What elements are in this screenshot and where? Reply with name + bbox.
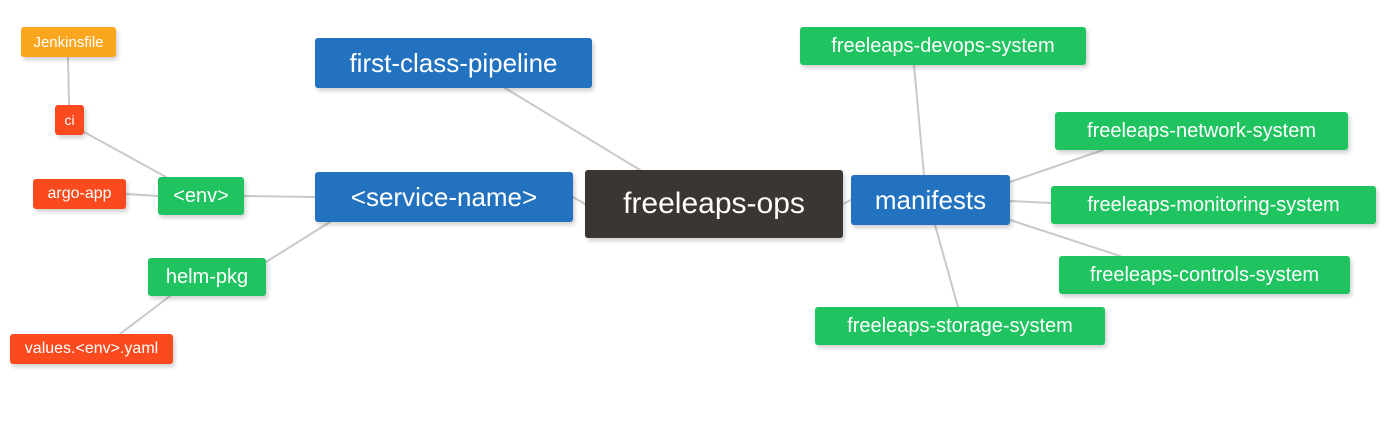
node-env[interactable]: <env> xyxy=(158,177,244,215)
edge-ci-to-env xyxy=(83,131,167,178)
node-label-freeleaps-storage-system: freeleaps-storage-system xyxy=(847,315,1073,337)
edge-jenkinsfile-to-ci xyxy=(67,56,70,106)
node-freeleaps-monitoring-system[interactable]: freeleaps-monitoring-system xyxy=(1051,186,1376,224)
edge-manifests-to-freeleaps-network-system xyxy=(1009,149,1104,183)
node-label-freeleaps-devops-system: freeleaps-devops-system xyxy=(831,35,1055,57)
node-label-values-env-yaml: values.<env>.yaml xyxy=(24,340,159,357)
node-freeleaps-devops-system[interactable]: freeleaps-devops-system xyxy=(800,27,1086,65)
node-helm-pkg[interactable]: helm-pkg xyxy=(148,258,266,296)
node-label-ci: ci xyxy=(64,112,75,128)
edge-manifests-to-freeleaps-controls-system xyxy=(1009,219,1121,257)
node-label-freeleaps-network-system: freeleaps-network-system xyxy=(1087,120,1316,142)
edge-manifests-to-freeleaps-storage-system xyxy=(934,224,959,308)
node-freeleaps-network-system[interactable]: freeleaps-network-system xyxy=(1055,112,1348,150)
node-freeleaps-controls-system[interactable]: freeleaps-controls-system xyxy=(1059,256,1350,294)
node-label-service-name: <service-name> xyxy=(350,182,538,212)
node-label-freeleaps-controls-system: freeleaps-controls-system xyxy=(1090,264,1319,286)
node-label-manifests: manifests xyxy=(874,185,987,215)
edge-values-env-yaml-to-helm-pkg xyxy=(119,295,171,335)
node-freeleaps-ops[interactable]: freeleaps-ops xyxy=(585,170,843,238)
node-label-argo-app: argo-app xyxy=(47,185,112,202)
node-argo-app[interactable]: argo-app xyxy=(33,179,126,209)
node-label-first-class-pipeline: first-class-pipeline xyxy=(349,48,558,78)
edge-freeleaps-ops-to-manifests xyxy=(842,199,852,205)
node-service-name[interactable]: <service-name> xyxy=(315,172,573,222)
node-label-jenkinsfile: Jenkinsfile xyxy=(33,33,104,51)
node-first-class-pipeline[interactable]: first-class-pipeline xyxy=(315,38,592,88)
node-manifests[interactable]: manifests xyxy=(851,175,1010,225)
node-label-helm-pkg: helm-pkg xyxy=(165,266,249,288)
edge-env-to-service-name xyxy=(243,195,316,198)
node-label-env: <env> xyxy=(173,185,229,207)
node-jenkinsfile[interactable]: Jenkinsfile xyxy=(21,27,116,57)
edge-service-name-to-freeleaps-ops xyxy=(572,196,586,205)
node-values-env-yaml[interactable]: values.<env>.yaml xyxy=(10,334,173,364)
edge-helm-pkg-to-service-name xyxy=(265,221,331,263)
node-freeleaps-storage-system[interactable]: freeleaps-storage-system xyxy=(815,307,1105,345)
node-ci[interactable]: ci xyxy=(55,105,84,135)
edge-manifests-to-freeleaps-monitoring-system xyxy=(1009,200,1052,204)
node-label-freeleaps-monitoring-system: freeleaps-monitoring-system xyxy=(1087,194,1340,216)
edge-first-class-pipeline-to-freeleaps-ops xyxy=(504,87,641,171)
edge-manifests-to-freeleaps-devops-system xyxy=(913,64,925,176)
node-label-freeleaps-ops: freeleaps-ops xyxy=(623,187,805,220)
edge-argo-app-to-env xyxy=(125,193,159,197)
